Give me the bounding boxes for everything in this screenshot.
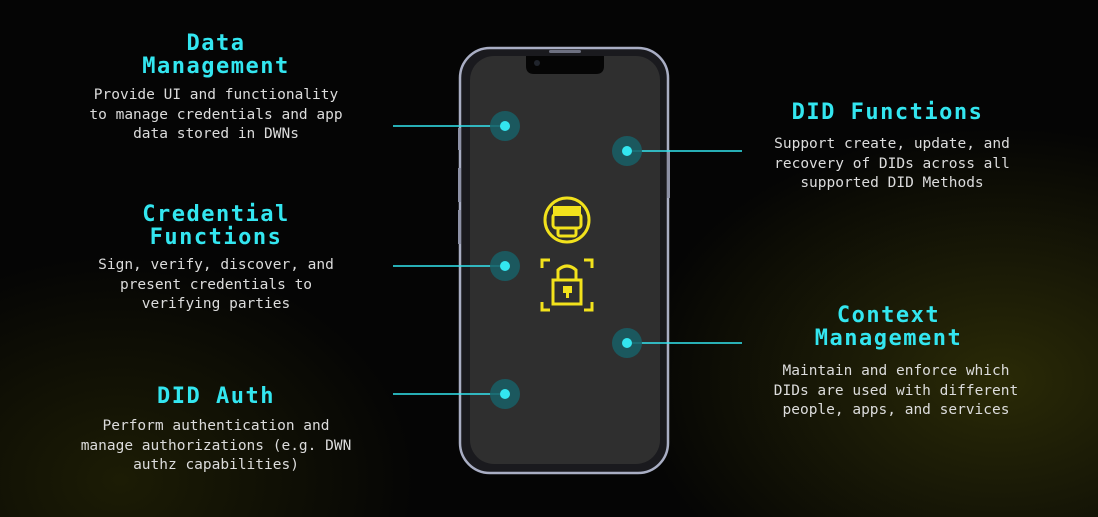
phone [458, 46, 670, 475]
context-management-title: Context Management [814, 303, 963, 351]
lock-icon [540, 258, 594, 312]
did-functions-description: Support create, update, and recovery of … [774, 136, 1010, 191]
connector-credential-functions [393, 251, 520, 281]
data-management-title: Data Management [142, 31, 290, 79]
connector-data-management [393, 111, 520, 141]
did-auth-title: DID Auth [157, 384, 275, 409]
credential-functions-description: Sign, verify, discover, and present cred… [98, 257, 334, 312]
phone-notch [526, 56, 604, 74]
did-auth-description: Perform authentication and manage author… [80, 418, 352, 473]
data-management-description: Provide UI and functionality to manage c… [89, 87, 343, 142]
did-functions-title: DID Functions [791, 100, 984, 125]
connector-did-auth [393, 379, 520, 409]
connector-context-management [612, 328, 742, 358]
avatar-icon [543, 196, 591, 244]
context-management-description: Maintain and enforce which DIDs are used… [773, 363, 1019, 418]
connector-did-functions [612, 136, 742, 166]
credential-functions-title: Credential Functions [142, 202, 290, 250]
